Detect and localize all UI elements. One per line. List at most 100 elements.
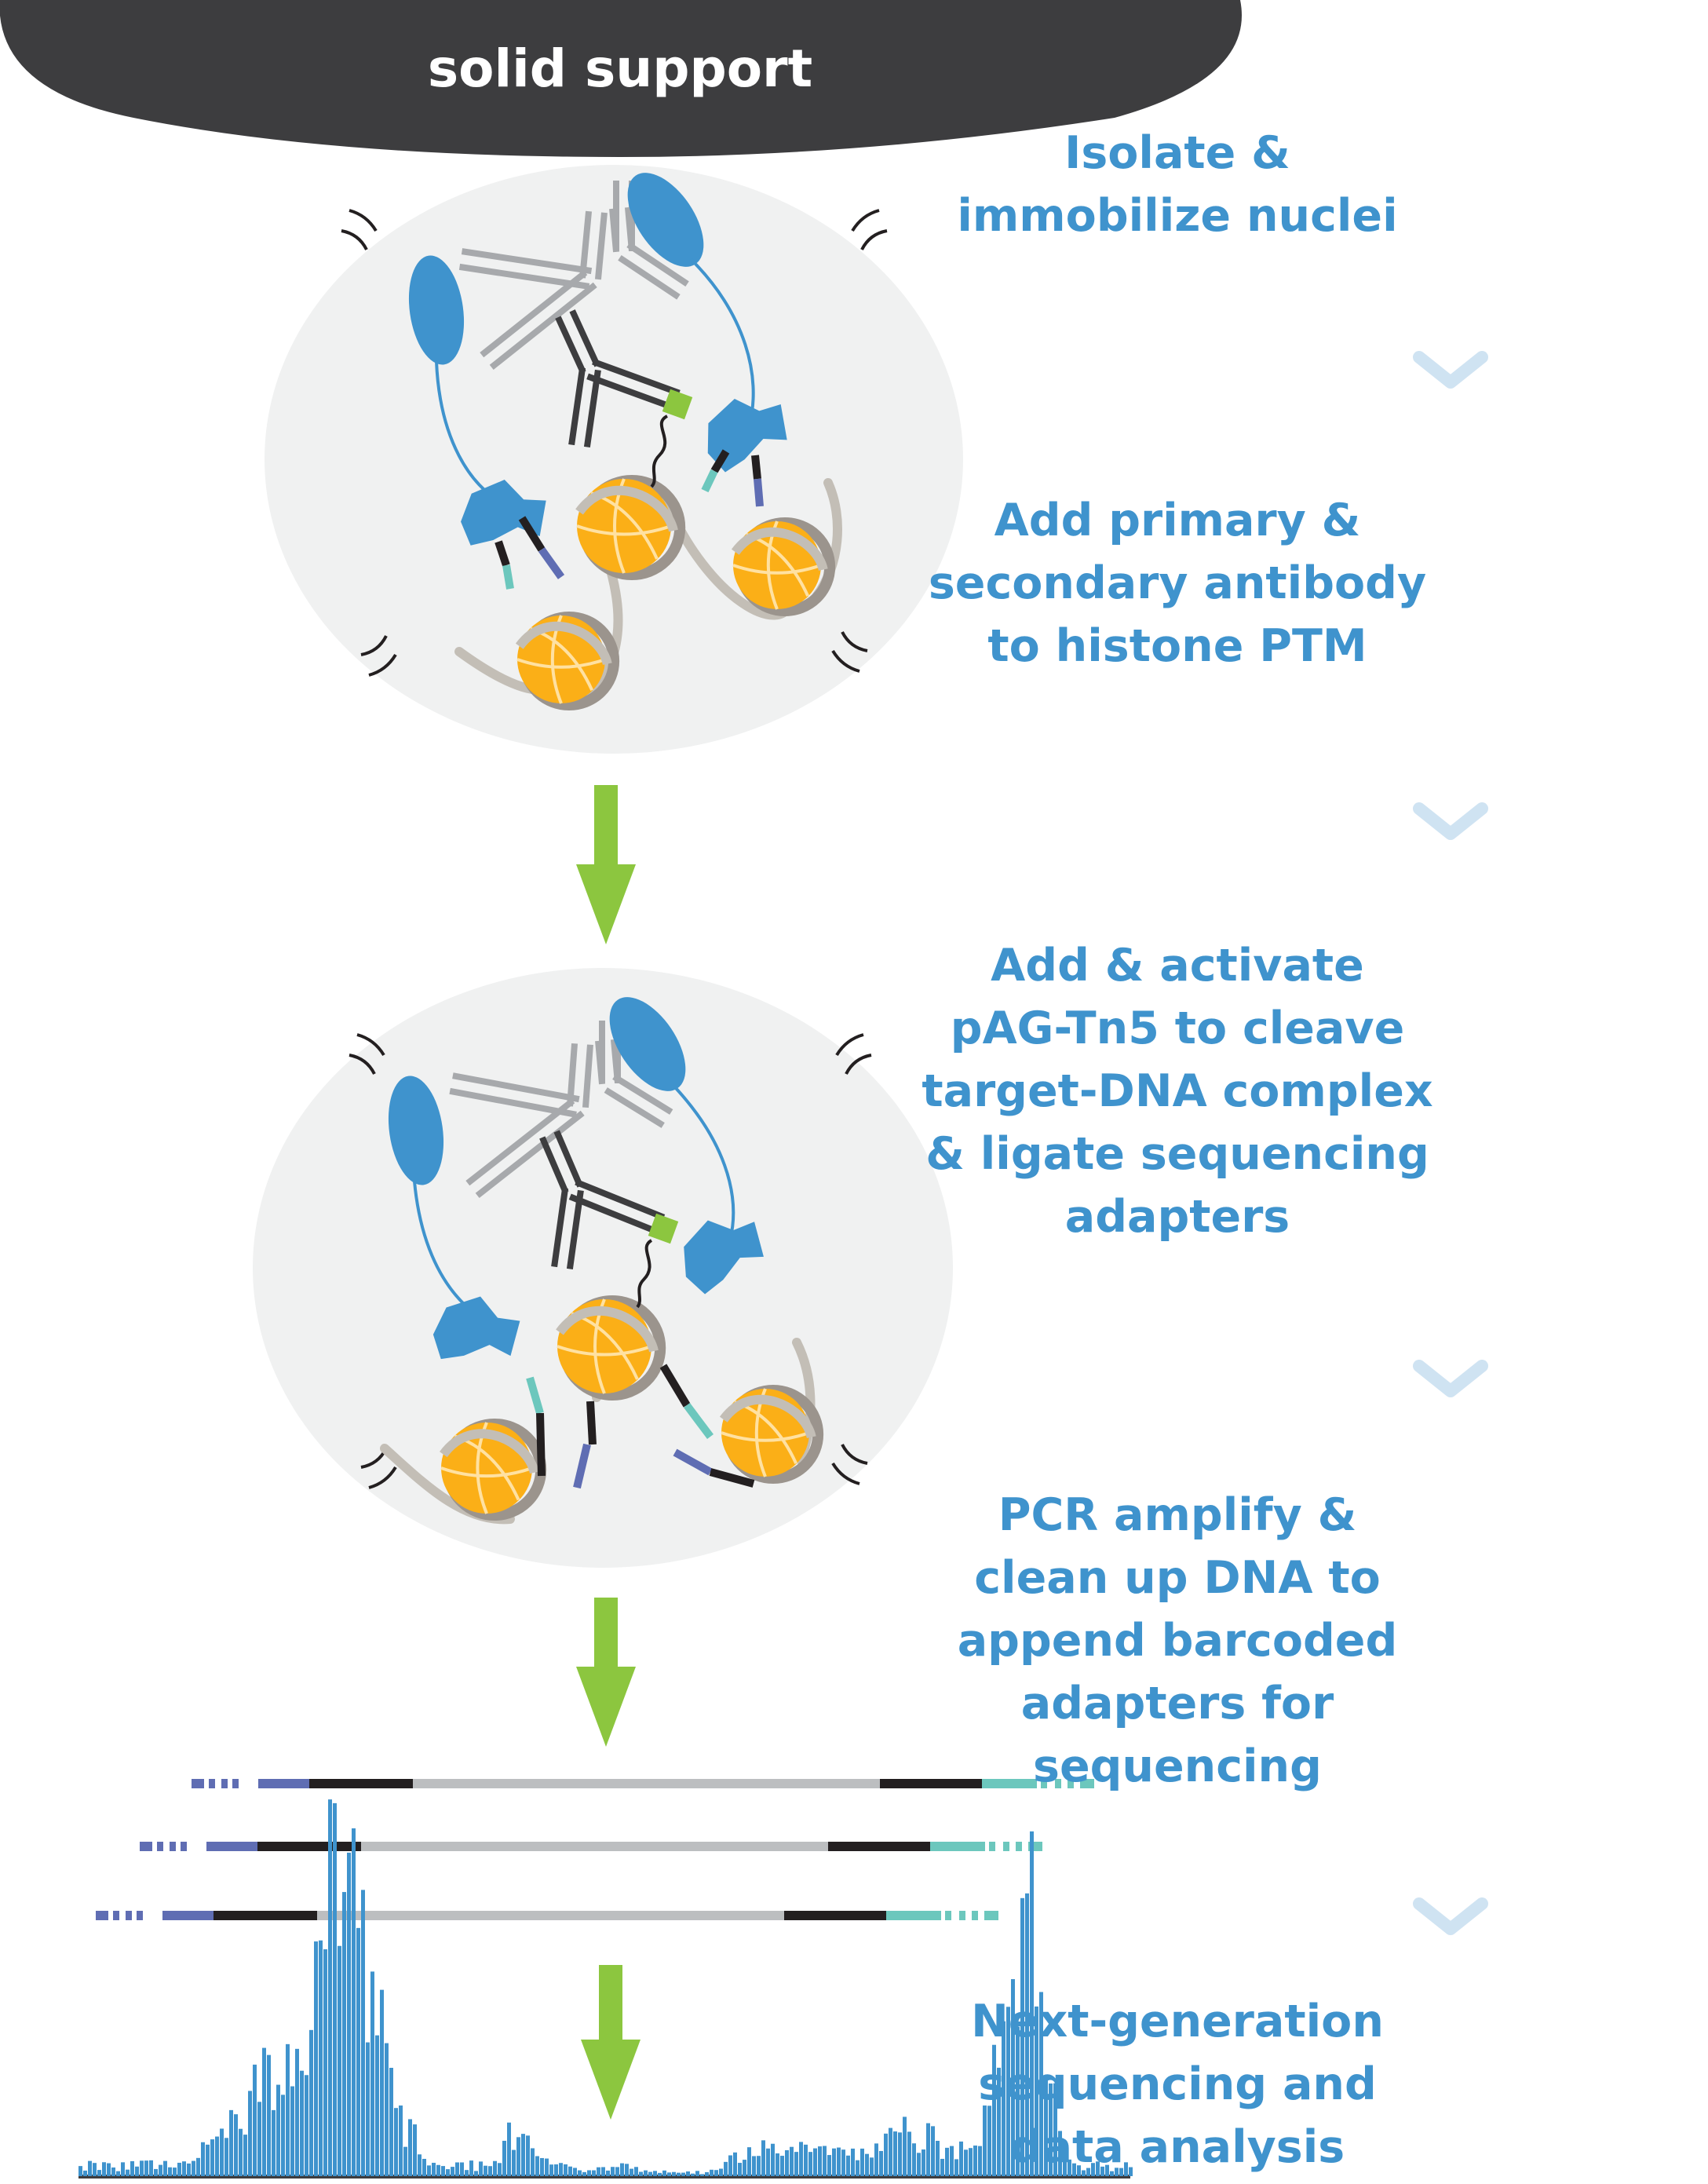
coverage-bar xyxy=(394,2108,398,2176)
adapter-teal xyxy=(886,1911,941,1920)
antibody-chain xyxy=(568,1193,659,1235)
barcode-dash xyxy=(1080,1779,1094,1788)
coverage-bar xyxy=(644,2170,648,2176)
antibody-chain xyxy=(489,282,597,370)
nucleosome xyxy=(556,1295,666,1401)
coverage-bar xyxy=(474,2171,478,2176)
coverage-bar xyxy=(917,2153,921,2176)
coverage-bar xyxy=(597,2167,600,2176)
antibody-chain xyxy=(594,212,608,280)
coverage-bar xyxy=(97,2170,101,2176)
coverage-bar xyxy=(493,2160,497,2176)
coverage-bar xyxy=(1025,1893,1029,2176)
coverage-bar xyxy=(776,2153,779,2176)
coverage-bar xyxy=(173,2168,177,2176)
coverage-bar xyxy=(780,2156,784,2176)
coverage-bar xyxy=(507,2122,511,2176)
antibody-chain xyxy=(555,316,586,374)
coverage-bar xyxy=(502,2140,506,2176)
pag-linker xyxy=(413,1181,465,1305)
antibody-chain xyxy=(461,248,593,275)
pag-linker xyxy=(689,257,755,425)
barcode-dash xyxy=(945,1911,951,1920)
coverage-bar xyxy=(1129,2167,1133,2176)
coverage-bar xyxy=(521,2134,525,2176)
coverage-bar xyxy=(432,2162,436,2176)
coverage-bar xyxy=(559,2163,563,2176)
nucleus-panel-tagmentation xyxy=(253,968,953,1568)
adapter-purple xyxy=(206,1842,257,1851)
barcode-dash xyxy=(232,1779,239,1788)
coverage-bar xyxy=(436,2164,440,2176)
antibody-chain xyxy=(583,369,601,447)
coverage-bar xyxy=(964,2149,968,2176)
tension-line xyxy=(349,1054,376,1075)
barcode-dash xyxy=(113,1911,119,1920)
sequencing-fragment xyxy=(192,1779,1094,1788)
coverage-bar xyxy=(931,2126,935,2176)
coverage-bar xyxy=(582,2171,586,2176)
coverage-bar xyxy=(860,2148,864,2176)
antibody-fab-domain xyxy=(388,1076,444,1185)
coverage-bar xyxy=(992,2044,996,2176)
coverage-bar xyxy=(239,2128,243,2176)
antibody-chain xyxy=(618,254,681,300)
coverage-bar xyxy=(1044,2076,1048,2176)
coverage-bar xyxy=(422,2158,426,2176)
coverage-bar xyxy=(969,2148,973,2176)
flow-arrow-1-head xyxy=(576,864,636,944)
primary-antibody xyxy=(449,1043,593,1199)
antibody-chain xyxy=(586,373,675,411)
coverage-baseline xyxy=(78,2175,1130,2179)
coverage-bar xyxy=(163,2160,167,2176)
antibody-chain xyxy=(568,367,586,446)
tether-line xyxy=(636,1239,653,1309)
antibody-chain xyxy=(480,270,588,358)
coverage-bar xyxy=(987,2105,991,2176)
adapter-black xyxy=(784,1911,886,1920)
coverage-bar xyxy=(276,2084,280,2176)
coverage-bar xyxy=(681,2172,685,2176)
histone-line xyxy=(516,658,606,669)
coverage-bar xyxy=(328,1799,332,2176)
tension-line xyxy=(356,1033,385,1057)
flow-arrow-2-shaft xyxy=(594,1598,618,1668)
coverage-bar xyxy=(1096,2161,1100,2176)
membrane-tension-mark xyxy=(831,631,868,673)
tension-line xyxy=(368,653,397,677)
coverage-bar xyxy=(78,2166,82,2176)
coverage-bar xyxy=(799,2142,803,2176)
coverage-bar xyxy=(733,2152,737,2176)
coverage-bar xyxy=(865,2153,869,2176)
membrane-tension-mark xyxy=(831,1444,868,1485)
coverage-bar xyxy=(719,2168,723,2176)
adapter-black xyxy=(659,1364,691,1408)
tension-line xyxy=(341,229,368,250)
coverage-bar xyxy=(126,2169,130,2176)
step-add-antibodies: Add primary & secondary antibody to hist… xyxy=(928,495,1427,672)
coverage-bar xyxy=(743,2160,746,2176)
genomic-insert xyxy=(413,1779,880,1788)
coverage-bar xyxy=(1053,2083,1057,2176)
coverage-bar xyxy=(889,2127,892,2176)
coverage-bar xyxy=(248,2091,252,2176)
coverage-bar xyxy=(516,2137,520,2176)
coverage-bar xyxy=(399,2105,403,2176)
antibody-chain xyxy=(465,1097,575,1186)
primary-antibody xyxy=(458,210,608,370)
coverage-bar xyxy=(785,2149,789,2176)
coverage-bar xyxy=(710,2169,713,2176)
coverage-bar xyxy=(620,2163,624,2176)
membrane-tension-mark xyxy=(360,635,397,677)
coverage-bar xyxy=(413,2124,417,2176)
coverage-bar xyxy=(856,2160,859,2176)
tension-line xyxy=(860,229,888,250)
tension-line xyxy=(360,635,388,656)
coverage-bar xyxy=(1105,2164,1109,2176)
coverage-bar xyxy=(950,2146,954,2176)
coverage-bar xyxy=(738,2163,742,2176)
coverage-bar xyxy=(1011,1979,1015,2176)
coverage-bar xyxy=(484,2165,487,2176)
coverage-bar xyxy=(295,2048,299,2176)
coverage-bar xyxy=(451,2167,454,2176)
